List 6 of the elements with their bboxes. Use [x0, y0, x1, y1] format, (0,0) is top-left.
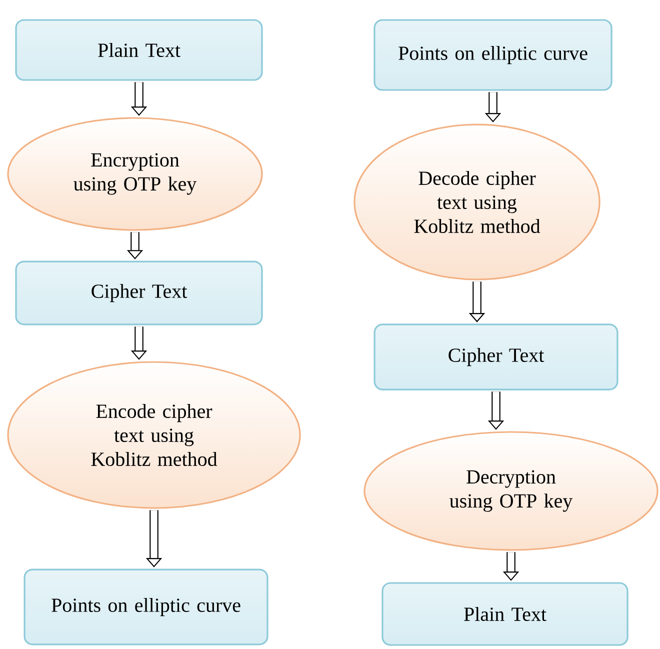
process-box: Points on elliptic curve	[374, 19, 612, 91]
process-box: Plain Text	[15, 19, 263, 81]
process-box: Plain Text	[382, 582, 628, 646]
process-box: Cipher Text	[15, 260, 263, 326]
process-box: Cipher Text	[374, 324, 618, 390]
process-box: Points on elliptic curve	[24, 568, 268, 646]
